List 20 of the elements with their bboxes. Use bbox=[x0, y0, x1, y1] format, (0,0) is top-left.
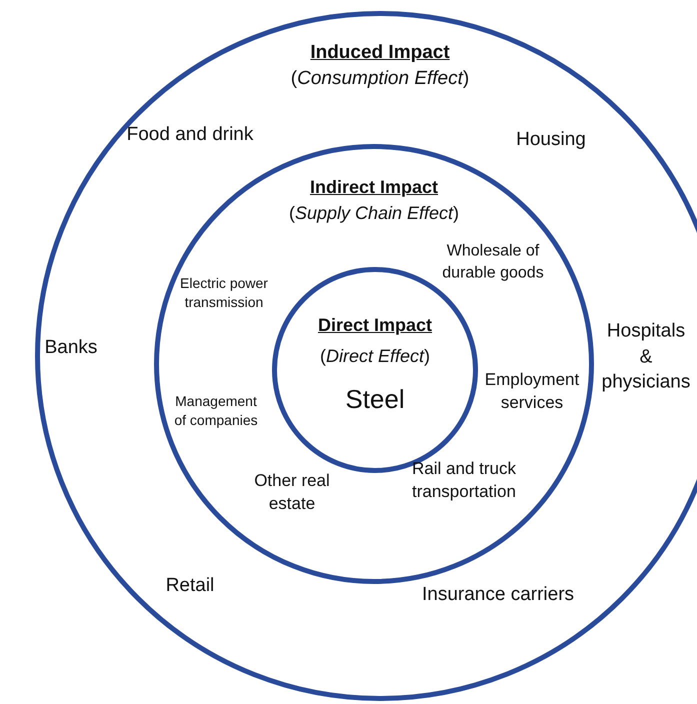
circle-subtitle: (Consumption Effect) bbox=[290, 68, 470, 90]
circle-title: Direct Impact bbox=[318, 315, 432, 336]
sector-label: Retail bbox=[164, 574, 216, 598]
circle-title: Induced Impact bbox=[310, 42, 450, 64]
sector-label: Employment services bbox=[484, 369, 580, 414]
sector-label: Management of companies bbox=[173, 392, 259, 430]
sector-label: Electric power transmission bbox=[180, 274, 268, 312]
core-label: Steel bbox=[345, 384, 405, 415]
sector-label: Housing bbox=[515, 128, 587, 152]
circle-subtitle: (Direct Effect) bbox=[320, 346, 430, 367]
circle-title: Indirect Impact bbox=[310, 177, 438, 198]
sector-label: Food and drink bbox=[126, 123, 254, 148]
sector-label: Insurance carriers bbox=[420, 583, 576, 608]
sector-label: Wholesale of durable goods bbox=[441, 241, 545, 283]
sector-label: Banks bbox=[44, 336, 98, 360]
sector-label: Hospitals & physicians bbox=[601, 320, 691, 395]
sector-label: Other real estate bbox=[253, 470, 331, 515]
sector-label: Rail and truck transportation bbox=[411, 458, 517, 503]
circle-subtitle: (Supply Chain Effect) bbox=[288, 203, 460, 224]
outer-circle bbox=[35, 11, 697, 701]
